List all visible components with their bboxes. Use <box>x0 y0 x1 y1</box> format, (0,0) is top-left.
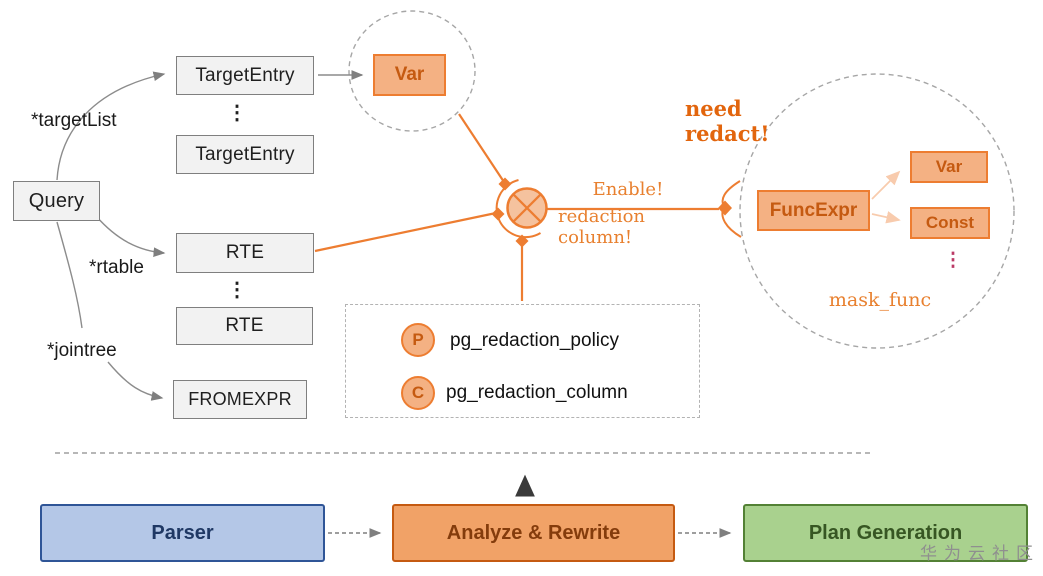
query-jointree-curve <box>56 221 83 329</box>
node-funcexpr: FuncExpr <box>757 190 870 231</box>
node-const: Const <box>910 207 990 239</box>
annotation-enable: Enable! <box>592 178 664 200</box>
annotation-need-redact: need redact! <box>685 96 770 146</box>
node-fromexpr: FROMEXPR <box>173 380 307 419</box>
mask-func-dashed-circle <box>739 73 1015 349</box>
column-badge: C <box>401 376 435 410</box>
policy-table-label: pg_redaction_policy <box>450 330 620 351</box>
stage-parser: Parser <box>40 504 325 562</box>
funcexpr-const-arrow <box>871 211 901 224</box>
annotation-redaction-column: redaction column! <box>558 206 646 248</box>
funcexpr-var-arrow <box>871 170 901 200</box>
watermark: 华为云社区 <box>920 543 1040 563</box>
var-dashed-circle <box>348 10 476 132</box>
node-target-entry-1: TargetEntry <box>176 56 314 95</box>
label-jointree: *jointree <box>47 340 117 361</box>
query-rtable-arrow <box>95 215 166 258</box>
node-query: Query <box>13 181 100 221</box>
node-rte-1: RTE <box>176 233 314 273</box>
brace-decoration <box>721 180 742 238</box>
var-junction-connector <box>458 113 505 183</box>
stage-plan-generation: Plan Generation <box>743 504 1028 562</box>
node-var-right: Var <box>910 151 988 183</box>
redaction-junction-icon <box>506 187 548 229</box>
jointree-fromexpr-arrow <box>107 361 164 401</box>
stage-analyze-rewrite: Analyze & Rewrite <box>392 504 675 562</box>
redact-tree-ellipsis: ⋮ <box>943 249 963 271</box>
label-target-list: *targetList <box>31 110 117 131</box>
annotation-mask-func: mask_func <box>828 289 932 311</box>
node-target-entry-2: TargetEntry <box>176 135 314 174</box>
label-rtable: *rtable <box>89 257 144 278</box>
target-entries-ellipsis: ⋮ <box>227 102 247 124</box>
rte-junction-connector <box>314 211 497 253</box>
node-rte-2: RTE <box>176 307 313 345</box>
redaction-catalog-panel <box>345 304 700 418</box>
query-targetlist-arrow <box>56 71 166 181</box>
policy-badge: P <box>401 323 435 357</box>
rtes-ellipsis: ⋮ <box>227 279 247 301</box>
column-table-label: pg_redaction_column <box>446 382 628 403</box>
node-var-left: Var <box>373 54 446 96</box>
